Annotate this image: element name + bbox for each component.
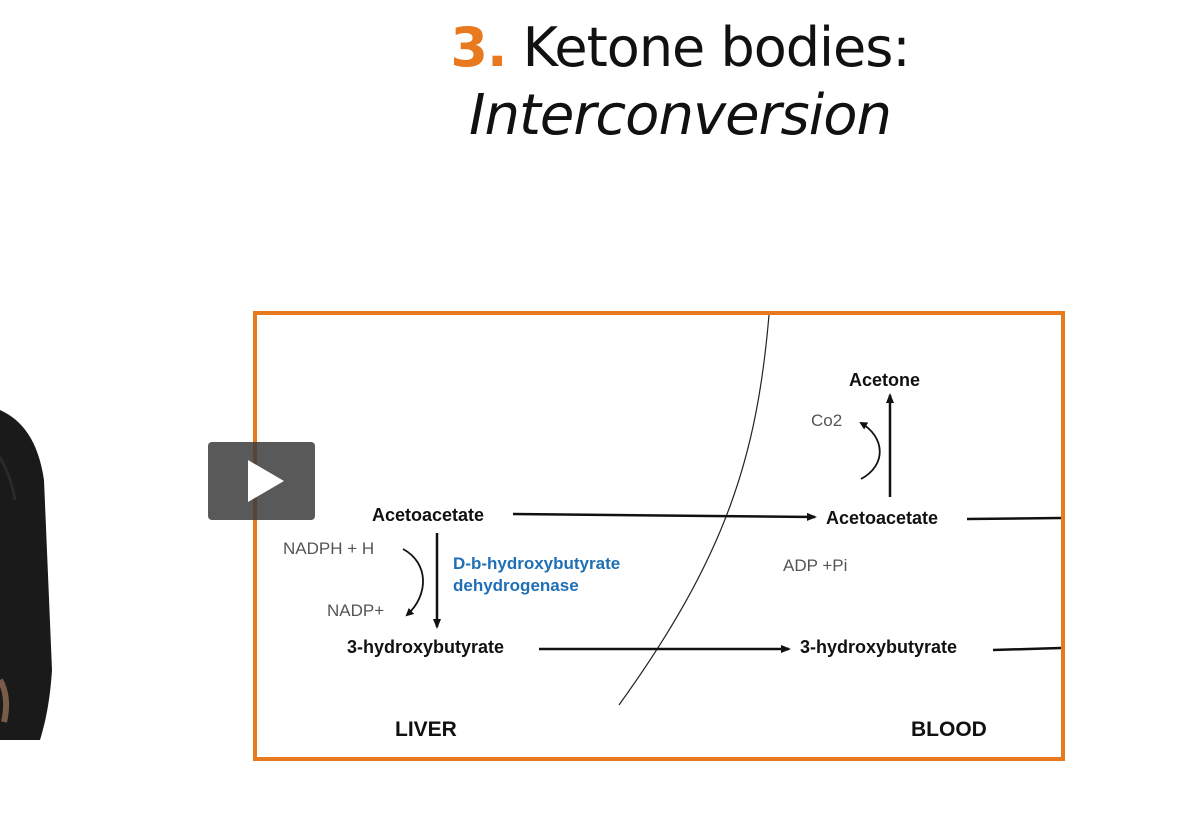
enzyme-label: D-b-hydroxybutyrate dehydrogenase [453,553,620,597]
nadph-label: NADPH + H [283,539,375,558]
enzyme-line2: dehydrogenase [453,576,579,595]
enzyme-line1: D-b-hydroxybutyrate [453,554,621,573]
arrow-co2-curve [859,421,881,480]
presenter-image [0,410,52,740]
acetone-label: Acetone [849,370,921,390]
arrow-acetoacetate-transport [512,512,817,521]
liver-acetoacetate-label: Acetoacetate [372,505,485,525]
blood-acetoacetate-label: Acetoacetate [826,508,939,528]
arrow-nadph-curve [402,548,424,617]
title-subtitle: Interconversion [468,83,892,148]
blood-region-label: BLOOD [911,718,987,741]
liver-region-label: LIVER [395,718,457,741]
title-line: 3. Ketone bodies: [400,14,960,82]
adp-label: ADP +Pi [783,556,848,575]
title-number: 3. [450,16,507,79]
play-button[interactable] [208,442,315,520]
co2-label: Co2 [811,411,843,430]
diagram-arrows [402,315,1061,706]
slide-title: 3. Ketone bodies: Interconversion [400,14,960,150]
interconversion-diagram: Acetoacetate NADPH + H D-b-hydroxybutyra… [253,311,1065,761]
line-hydroxybutyrate-exit [992,646,1061,652]
membrane-curve [618,315,770,706]
nadp-label: NADP+ [327,601,385,620]
liver-hydroxybutyrate-label: 3-hydroxybutyrate [347,637,505,657]
line-acetoacetate-exit [966,516,1061,521]
blood-hydroxybutyrate-label: 3-hydroxybutyrate [800,637,958,657]
title-text: Ketone bodies: [522,16,911,79]
play-icon [248,460,284,502]
